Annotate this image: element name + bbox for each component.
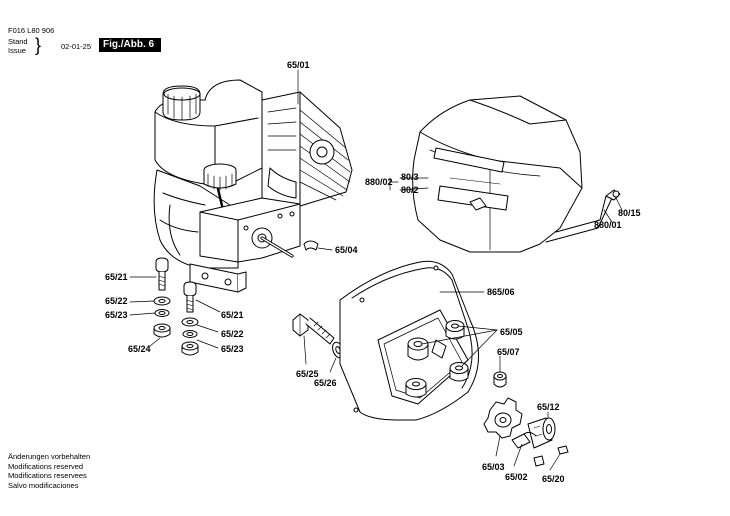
cover-shroud	[412, 95, 621, 253]
label-80-15: 80/15	[618, 208, 641, 218]
label-65-01: 65/01	[287, 60, 310, 70]
label-65-22-a: 65/22	[105, 296, 128, 306]
spacers-65-05	[405, 320, 469, 398]
label-65-07: 65/07	[497, 347, 520, 357]
screw-65-20	[533, 445, 569, 467]
label-865-06: 865/06	[487, 287, 515, 297]
label-80-3: 80/3	[401, 172, 419, 182]
washer-65-22-b	[181, 317, 199, 327]
label-65-22-b: 65/22	[221, 329, 244, 339]
label-80-2: 80/2	[401, 185, 419, 195]
bushing-65-12	[527, 417, 556, 449]
footer-line-es: Salvo modificaciones	[8, 480, 79, 490]
label-65-23-b: 65/23	[221, 344, 244, 354]
figure-badge: Fig./Abb. 6	[99, 38, 161, 52]
brace: }	[35, 35, 42, 55]
document-number: F016 L80 906	[8, 26, 55, 35]
label-65-03: 65/03	[482, 462, 505, 472]
lockwasher-65-23-b	[182, 330, 198, 338]
engine-assembly	[153, 79, 353, 293]
bolt-65-25	[292, 313, 335, 345]
washer-65-22-a	[153, 296, 171, 306]
footer-notice: Änderungen vorbehalten Modifications res…	[8, 452, 90, 490]
footer-line-en: Modifications reserved	[8, 461, 84, 471]
key-65-04	[303, 240, 319, 251]
label-65-21-a: 65/21	[105, 272, 128, 282]
label-65-25: 65/25	[296, 369, 319, 379]
leader-lines	[129, 69, 623, 471]
issue-date: 02-01-25	[61, 42, 92, 51]
issue-label: Issue	[8, 46, 26, 55]
lever-65-02	[511, 431, 537, 449]
label-65-24: 65/24	[128, 344, 151, 354]
bolt-65-21-b	[183, 281, 197, 313]
part-labels: 65/01 65/04 65/21 65/22 65/23 65/24 65/2…	[105, 60, 641, 484]
label-65-20: 65/20	[542, 474, 565, 484]
nut-65-24-b	[181, 341, 199, 356]
label-880-02: 880/02	[365, 177, 393, 187]
footer-line-de: Änderungen vorbehalten	[8, 452, 91, 461]
label-65-26: 65/26	[314, 378, 337, 388]
label-65-21-b: 65/21	[221, 310, 244, 320]
stand-label: Stand	[8, 37, 28, 46]
footer-line-fr: Modifications reservees	[8, 471, 87, 480]
label-65-02: 65/02	[505, 472, 528, 482]
lockwasher-65-23-a	[154, 309, 170, 317]
bolt-65-21-a	[155, 257, 169, 291]
knob-65-03	[483, 397, 523, 439]
label-65-05: 65/05	[500, 327, 523, 337]
label-880-01: 880/01	[594, 220, 622, 230]
label-65-12: 65/12	[537, 402, 560, 412]
label-65-04: 65/04	[335, 245, 358, 255]
nut-65-07	[493, 371, 507, 388]
nut-65-24-a	[153, 323, 171, 338]
label-65-23-a: 65/23	[105, 310, 128, 320]
